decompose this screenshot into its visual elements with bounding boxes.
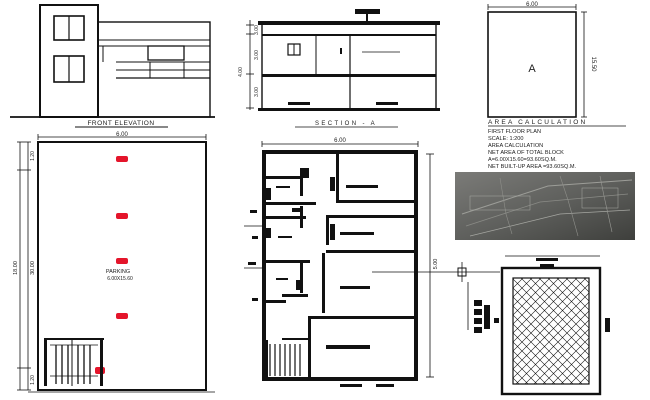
front-elevation [10,4,215,128]
floor-plan-side-dim: 5.00 [433,259,439,270]
area-calc-title: AREA CALCULATION [488,119,587,126]
area-calc-line-2: SCALE: 1:200 [488,136,523,142]
parking-height-1: 30.00 [30,261,36,275]
section-dim-3: 4.00 [238,67,244,77]
parking-height-2: 18.00 [13,261,19,275]
section-dim-4: 3.00 [254,87,260,97]
area-plan-width: 6.00 [526,2,538,8]
area-calc-line-5: A=6.00X15.60=93.60SQ.M. [488,157,557,163]
floor-plan-width: 6.00 [334,138,346,144]
parking-label: PARKING [106,269,130,275]
site-photo [455,172,635,240]
section-a-title: SECTION - A [315,121,377,127]
parking-left-dim-bottom: 1.20 [30,375,36,385]
area-calc-line-6: NET BUILT-UP AREA =93.60SQ.M. [488,164,577,170]
parking-label-dims: 6.00X15.60 [107,276,133,282]
parking-left-dim-top: 1.20 [30,151,36,161]
front-elevation-title: FRONT ELEVATION [87,120,154,127]
roof-plan [467,255,610,396]
area-calc-line-3: AREA CALCULATION [488,143,543,149]
parking-width: 6.00 [116,132,128,138]
area-calc-line-1: FIRST FLOOR PLAN [488,129,541,135]
section-a [246,9,440,128]
area-calc-line-4: NET AREA OF TOTAL BLOCK [488,150,564,156]
section-dim-1: 3.00 [254,25,260,35]
area-plan [487,4,587,118]
area-plan-zone: A [528,63,536,75]
section-dim-2: 3.00 [254,50,260,60]
parking-plan [17,134,215,393]
floor-plan [244,141,470,387]
area-plan-height: 15.50 [590,56,596,72]
